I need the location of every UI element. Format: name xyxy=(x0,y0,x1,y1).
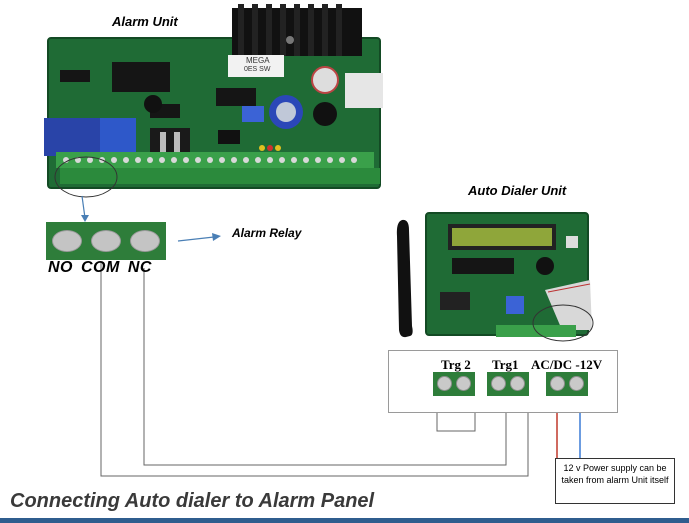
auto-dialer-board xyxy=(396,212,592,338)
alarm-unit-board xyxy=(44,4,383,189)
relay-label-no: NO xyxy=(48,259,73,276)
relay-labels: NO COM NC xyxy=(48,259,160,277)
relay-terminal-com xyxy=(91,230,121,252)
alarm-relay-label: Alarm Relay xyxy=(232,226,302,240)
relay-terminal-nc xyxy=(130,230,160,252)
dialer-terminal-highlight xyxy=(532,304,594,342)
mega-label: MEGA xyxy=(246,56,270,65)
trg1-terminal-b xyxy=(510,376,525,391)
trg1-label: Trg1 xyxy=(492,357,519,372)
mega-sublabel: 0ES SW xyxy=(244,66,271,73)
trg2-terminal-a xyxy=(437,376,452,391)
trg2-terminal-block xyxy=(433,372,475,396)
power-terminal-a xyxy=(550,376,565,391)
power-terminal-block xyxy=(546,372,588,396)
power-terminal-b xyxy=(569,376,584,391)
wire-com xyxy=(100,262,529,477)
relay-label-nc: NC xyxy=(127,259,152,276)
trg2-label: Trg 2 xyxy=(441,357,471,372)
wire-nc xyxy=(143,268,507,466)
auto-dialer-title: Auto Dialer Unit xyxy=(468,183,567,198)
power-supply-note: 12 v Power supply can be taken from alar… xyxy=(555,458,675,504)
relay-terminal-no xyxy=(52,230,82,252)
relay-terminal-highlight xyxy=(54,156,118,198)
trg2-terminal-b xyxy=(456,376,471,391)
power-label: AC/DC -12V xyxy=(531,357,603,372)
relay-label-com: COM xyxy=(81,259,120,276)
alarm-unit-title: Alarm Unit xyxy=(112,14,178,29)
footer-bar xyxy=(0,518,689,523)
relay-terminal-block xyxy=(46,222,166,260)
trg1-terminal-block xyxy=(487,372,529,396)
footer-title: Connecting Auto dialer to Alarm Panel xyxy=(10,490,375,512)
trg1-terminal-a xyxy=(491,376,506,391)
